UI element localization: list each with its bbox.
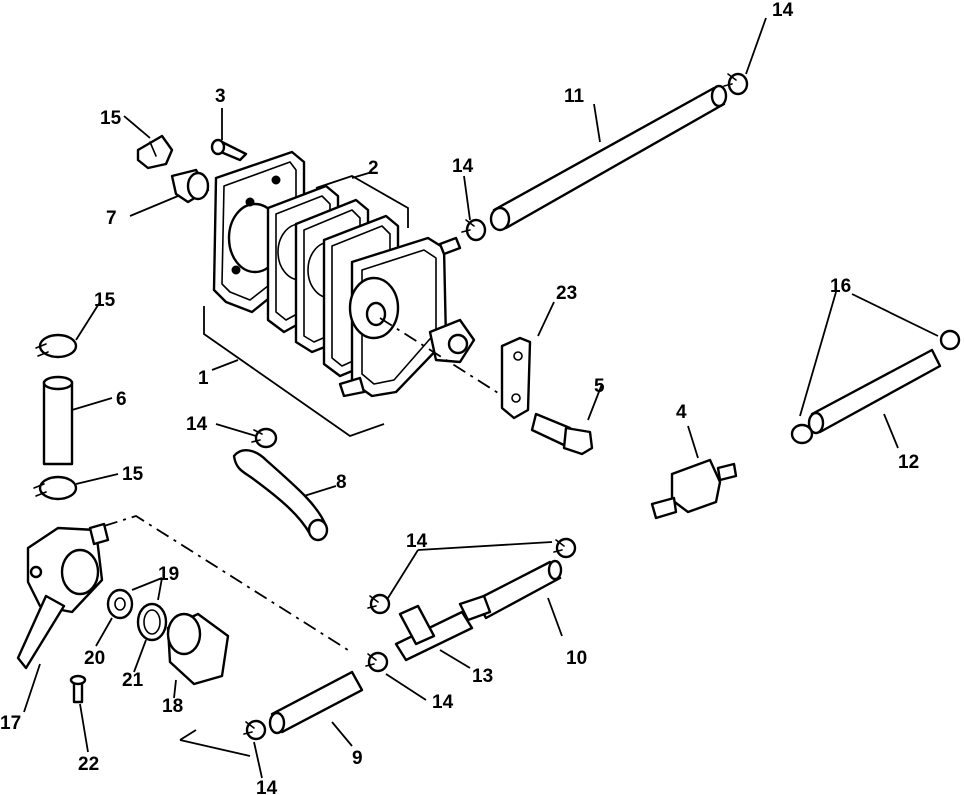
leader-lines xyxy=(23,17,939,779)
hose-9 xyxy=(268,670,364,735)
callout-19: 19 xyxy=(158,564,179,585)
callout-2: 2 xyxy=(368,158,379,179)
clamp-15-low xyxy=(33,475,78,501)
callout-14c: 14 xyxy=(186,414,208,435)
hose-11 xyxy=(489,84,728,232)
screw-22 xyxy=(69,674,87,704)
callout-21: 21 xyxy=(122,670,144,691)
clamp-16b xyxy=(939,329,961,351)
clamp-16a xyxy=(790,423,814,445)
callout-11: 11 xyxy=(564,86,585,107)
callout-23: 23 xyxy=(556,283,577,304)
fuel-pump-assembly xyxy=(203,138,507,438)
clamp-14c xyxy=(251,427,278,449)
callout-13: 13 xyxy=(472,666,493,687)
callout-6: 6 xyxy=(116,389,127,410)
filter-sleeve-6 xyxy=(33,333,78,501)
callout-14e: 14 xyxy=(432,692,454,713)
clamp-14d xyxy=(553,537,577,559)
callout-4: 4 xyxy=(676,402,687,423)
callout-15a: 15 xyxy=(100,108,122,129)
filter-centerline xyxy=(103,515,349,651)
callout-14f: 14 xyxy=(256,778,278,795)
washer-20 xyxy=(106,588,134,620)
clamp-14f xyxy=(365,651,389,673)
callout-labels: 1 2 3 4 5 6 7 8 9 10 11 12 13 14 14 14 1… xyxy=(0,0,919,795)
tee-fitting-13 xyxy=(394,594,492,662)
callout-22: 22 xyxy=(78,754,99,775)
callout-7: 7 xyxy=(106,208,117,229)
hose-12 xyxy=(790,329,961,445)
bracket-23 xyxy=(500,336,532,420)
callout-5: 5 xyxy=(594,376,605,397)
bolt-5 xyxy=(530,412,594,456)
callout-12: 12 xyxy=(898,452,919,473)
clamp-14b xyxy=(461,218,487,242)
callout-10: 10 xyxy=(566,648,587,669)
clamp-14e xyxy=(367,593,391,615)
callout-14a: 14 xyxy=(772,0,794,21)
cap-7 xyxy=(170,168,210,204)
filter-element-18 xyxy=(166,612,230,686)
callout-9: 9 xyxy=(352,748,363,769)
callout-14d: 14 xyxy=(406,531,428,552)
clamp-14g xyxy=(243,719,267,741)
hose-clamps xyxy=(243,72,749,741)
seal-21 xyxy=(136,602,168,642)
callout-17: 17 xyxy=(0,713,21,734)
callout-15c: 15 xyxy=(122,464,144,485)
callout-15b: 15 xyxy=(94,290,116,311)
callout-1: 1 xyxy=(198,368,209,389)
clamp-15-mid xyxy=(35,333,78,359)
clamp-14a xyxy=(723,72,749,96)
filter-base-17 xyxy=(16,522,110,670)
callout-8: 8 xyxy=(336,472,347,493)
callout-3: 3 xyxy=(215,86,226,107)
callout-18: 18 xyxy=(162,696,183,717)
inline-filter-4 xyxy=(650,458,738,520)
callout-16: 16 xyxy=(830,276,851,297)
callout-20: 20 xyxy=(84,648,105,669)
hose-8 xyxy=(232,449,329,542)
clamp-15-top xyxy=(136,134,174,170)
callout-14b: 14 xyxy=(452,156,474,177)
